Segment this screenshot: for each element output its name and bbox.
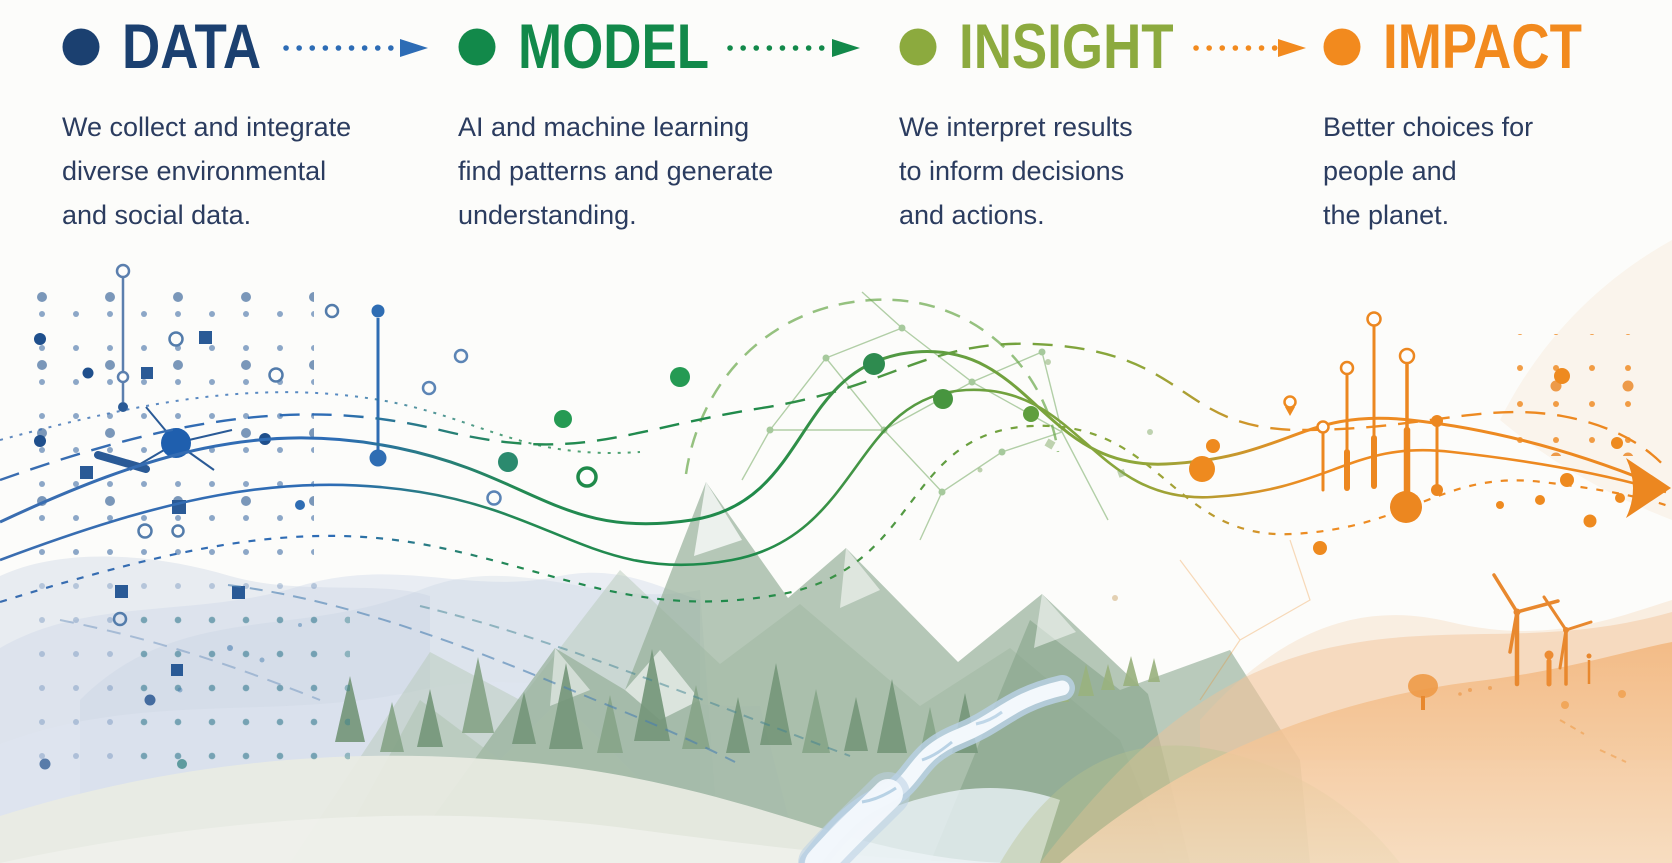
orange-lollipop-chart bbox=[1316, 311, 1443, 523]
river bbox=[798, 675, 1075, 863]
stage-description: We interpret results to inform decisions… bbox=[899, 105, 1215, 237]
description-line: to inform decisions bbox=[899, 156, 1125, 186]
stage-insight: INSIGHT We interpret results to inform d… bbox=[899, 12, 1215, 237]
orange-dot-grid bbox=[1179, 334, 1658, 763]
stage-description: AI and machine learning find patterns an… bbox=[458, 105, 773, 237]
stage-title: MODEL bbox=[518, 12, 710, 82]
stage-header: INSIGHT bbox=[899, 12, 1215, 82]
flow-node-dots bbox=[295, 348, 1597, 555]
description-line: Better choices for bbox=[1323, 112, 1534, 142]
flow-arrow-insight-to-impact bbox=[1193, 39, 1306, 57]
orange-hills bbox=[1000, 240, 1672, 863]
description-line: We collect and integrate bbox=[62, 112, 352, 142]
stage-bullet-icon bbox=[1323, 28, 1361, 66]
description-line: people and bbox=[1323, 156, 1457, 186]
wind-turbines bbox=[1492, 573, 1593, 687]
description-line: understanding. bbox=[458, 200, 637, 230]
description-line: find patterns and generate bbox=[458, 156, 774, 186]
person-figure bbox=[1544, 650, 1554, 687]
pole-and-tree bbox=[1408, 653, 1592, 710]
stage-data: DATA We collect and integrate diverse en… bbox=[62, 12, 351, 237]
stage-title: INSIGHT bbox=[959, 12, 1174, 82]
stage-impact: IMPACT Better choices for people and the… bbox=[1323, 12, 1620, 237]
description-line: diverse environmental bbox=[62, 156, 327, 186]
stage-title: DATA bbox=[122, 12, 262, 82]
paint-speckles bbox=[177, 359, 1153, 693]
stage-bullet-icon bbox=[62, 28, 100, 66]
stage-bullet-icon bbox=[458, 28, 496, 66]
stage-header: DATA bbox=[62, 12, 351, 82]
description-line: AI and machine learning bbox=[458, 112, 750, 142]
flow-arrow-data-to-model bbox=[283, 39, 428, 57]
description-line: and actions. bbox=[899, 200, 1045, 230]
stage-description: We collect and integrate diverse environ… bbox=[62, 105, 351, 237]
green-network-mesh bbox=[741, 291, 1109, 541]
stage-model: MODEL AI and machine learning find patte… bbox=[458, 12, 773, 237]
descending-dashed-curves bbox=[59, 584, 851, 763]
description-line: the planet. bbox=[1323, 200, 1450, 230]
stage-header: IMPACT bbox=[1323, 12, 1620, 82]
stage-bullet-icon bbox=[899, 28, 937, 66]
dashed-dome-arc bbox=[684, 298, 1060, 475]
description-line: and social data. bbox=[62, 200, 252, 230]
stage-title: IMPACT bbox=[1383, 12, 1582, 82]
stage-description: Better choices for people and the planet… bbox=[1323, 105, 1620, 237]
flow-arrow-model-to-insight bbox=[727, 39, 860, 57]
description-line: We interpret results bbox=[899, 112, 1133, 142]
blue-data-dot-grid bbox=[14, 292, 350, 785]
blue-lollipop-markers bbox=[115, 263, 387, 467]
stage-header: MODEL bbox=[458, 12, 773, 82]
flow-arrowhead bbox=[1626, 458, 1671, 518]
